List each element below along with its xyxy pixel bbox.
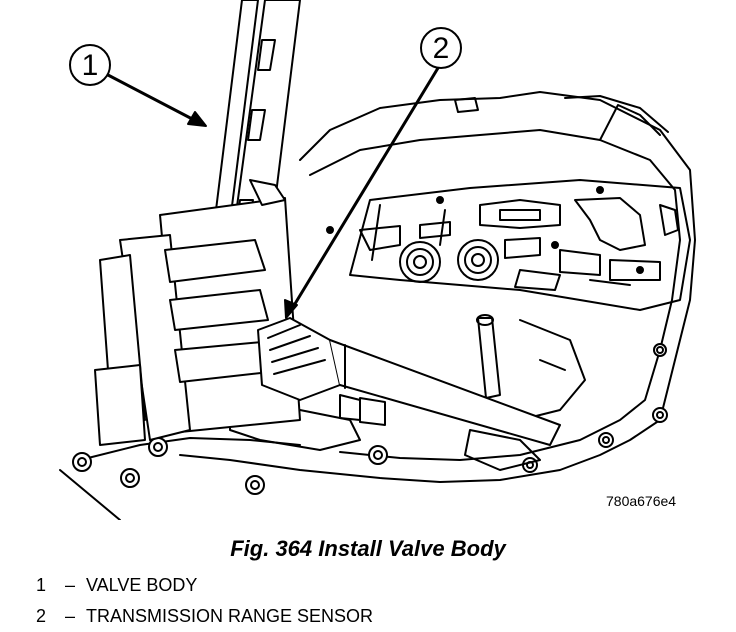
separator-plate	[326, 179, 691, 311]
callout-1-number: 1	[82, 49, 99, 82]
figure-code: 780a676e4	[606, 493, 677, 509]
legend: 1–VALVE BODY 2–TRANSMISSION RANGE SENSOR	[36, 570, 373, 632]
callout-1: 1	[69, 44, 111, 86]
legend-dash: –	[64, 575, 75, 595]
legend-number: 1	[36, 575, 47, 595]
callout-2-number: 2	[433, 32, 450, 65]
legend-item: 1–VALVE BODY	[36, 570, 373, 601]
leader-arrows	[106, 66, 440, 319]
callout-2: 2	[420, 27, 462, 69]
legend-item: 2–TRANSMISSION RANGE SENSOR	[36, 601, 373, 632]
transmission-range-sensor	[257, 317, 561, 446]
legend-number: 2	[36, 606, 47, 626]
legend-dash: –	[64, 606, 75, 626]
legend-label: TRANSMISSION RANGE SENSOR	[86, 606, 374, 626]
valve-body-illustration: 1 2	[59, 0, 696, 520]
figure-caption: Fig. 364 Install Valve Body	[230, 536, 506, 561]
transmission-case	[59, 91, 696, 520]
legend-label: VALVE BODY	[86, 575, 198, 595]
case-interior	[229, 314, 586, 471]
